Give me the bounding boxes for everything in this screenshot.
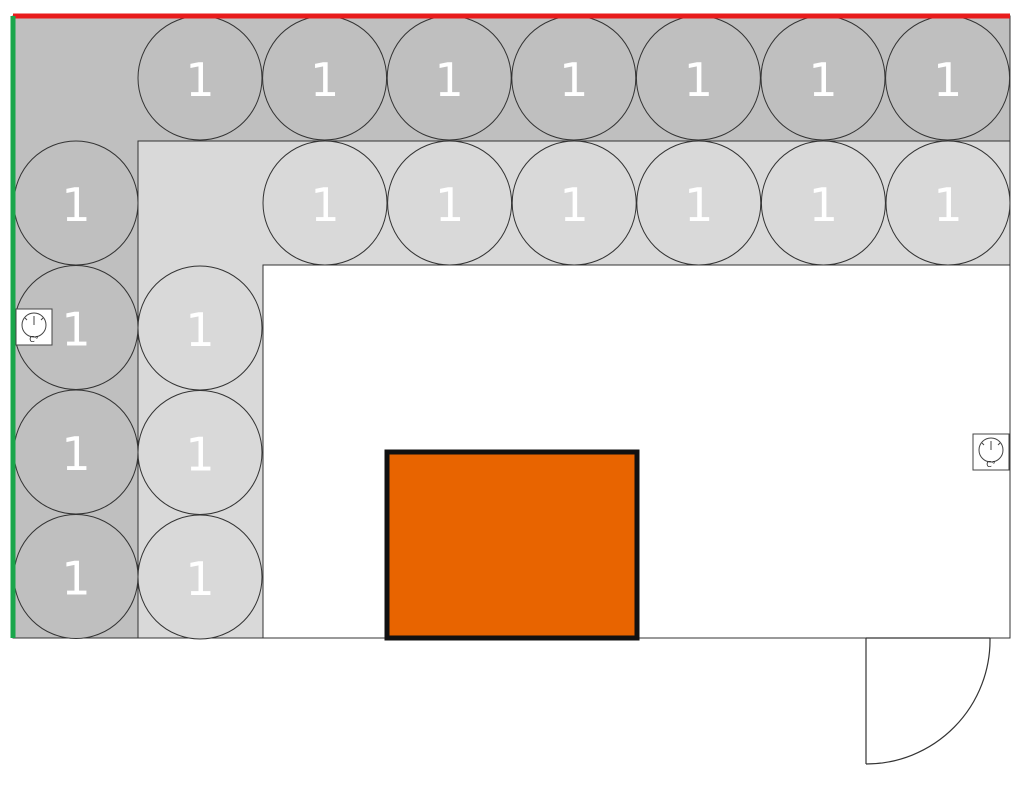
outer-row-top: 1 1 1 1 1 1 1 bbox=[137, 15, 1011, 141]
circle-label: 1 bbox=[185, 428, 214, 482]
circle-label: 1 bbox=[61, 427, 90, 481]
door-swing-icon[interactable] bbox=[865, 637, 991, 765]
circle-label: 1 bbox=[310, 178, 339, 232]
circle-label: 1 bbox=[61, 552, 90, 606]
circle-label: 1 bbox=[61, 178, 90, 232]
circle-label: 1 bbox=[61, 303, 90, 357]
inner-row-top: 1 1 1 1 1 1 bbox=[262, 140, 1011, 266]
circle-label: 1 bbox=[559, 53, 588, 107]
thermometer-icon[interactable]: C° bbox=[15, 308, 53, 346]
equipment-block[interactable] bbox=[384, 449, 640, 641]
outer-col-left: 1 1 1 1 bbox=[13, 140, 139, 639]
circle-label: 1 bbox=[933, 53, 962, 107]
storage-circle[interactable] bbox=[262, 140, 388, 266]
thermometer-icon[interactable]: C° bbox=[972, 433, 1010, 471]
circle-label: 1 bbox=[684, 178, 713, 232]
circle-label: 1 bbox=[310, 53, 339, 107]
circle-label: 1 bbox=[809, 178, 838, 232]
storage-circle[interactable] bbox=[137, 514, 263, 640]
storage-circle[interactable] bbox=[636, 140, 762, 266]
circle-label: 1 bbox=[185, 552, 214, 606]
circle-label: 1 bbox=[185, 53, 214, 107]
storage-circle[interactable] bbox=[387, 140, 513, 266]
circle-label: 1 bbox=[435, 53, 464, 107]
thermometer-unit: C° bbox=[29, 335, 39, 344]
circle-label: 1 bbox=[933, 178, 962, 232]
thermometer-unit: C° bbox=[986, 460, 996, 469]
circle-label: 1 bbox=[435, 178, 464, 232]
circle-label: 1 bbox=[808, 53, 837, 107]
storage-circle[interactable] bbox=[511, 140, 637, 266]
circle-label: 1 bbox=[684, 53, 713, 107]
circle-label: 1 bbox=[185, 303, 214, 357]
circle-label: 1 bbox=[560, 178, 589, 232]
inner-col-left: 1 1 1 bbox=[137, 265, 263, 640]
storage-circle[interactable] bbox=[885, 140, 1011, 266]
storage-circle[interactable] bbox=[760, 140, 886, 266]
